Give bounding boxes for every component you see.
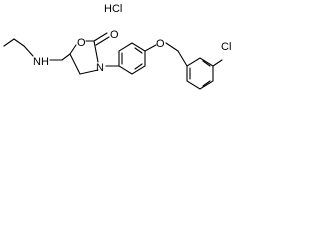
bond-propyl-1 <box>3 38 15 47</box>
bond-propyl-to-n <box>23 45 34 57</box>
bond-c4-c5 <box>69 53 81 75</box>
bond-ether-to-ch2 <box>165 42 179 52</box>
phenylene-double-1 <box>134 47 143 54</box>
bond-ring-to-chlorine <box>212 59 223 67</box>
chlorine-label: Cl <box>221 41 231 53</box>
ether-oxygen-label: O <box>156 38 165 50</box>
carbonyl-oxygen-label: O <box>110 29 119 41</box>
bond-n3-c4 <box>79 69 99 75</box>
ring-nitrogen-label: N <box>96 62 104 74</box>
chlorophenyl-double-3 <box>202 60 211 67</box>
ring-oxygen-label: O <box>77 37 86 49</box>
phenylene-ring <box>118 42 146 75</box>
hcl-label: HCl <box>104 3 122 15</box>
bond-c5-o1 <box>69 44 77 55</box>
bond-propyl-2 <box>13 38 25 47</box>
bond-carbonyl-a <box>93 32 108 42</box>
bond-phenyl-to-ether <box>144 44 157 52</box>
amine-label: NH <box>33 56 49 68</box>
chemical-structure: HCl NH O O N O Cl <box>3 3 231 90</box>
chlorophenyl-double-2 <box>202 80 211 87</box>
bond-carbonyl-b <box>95 36 110 46</box>
phenylene-double-2 <box>134 63 143 70</box>
bond-ch2-to-ring <box>61 53 71 61</box>
bond-ch2-to-chlorophenyl <box>177 50 188 67</box>
chlorophenyl-ring <box>186 57 214 90</box>
bond-c2-n3 <box>93 40 99 63</box>
